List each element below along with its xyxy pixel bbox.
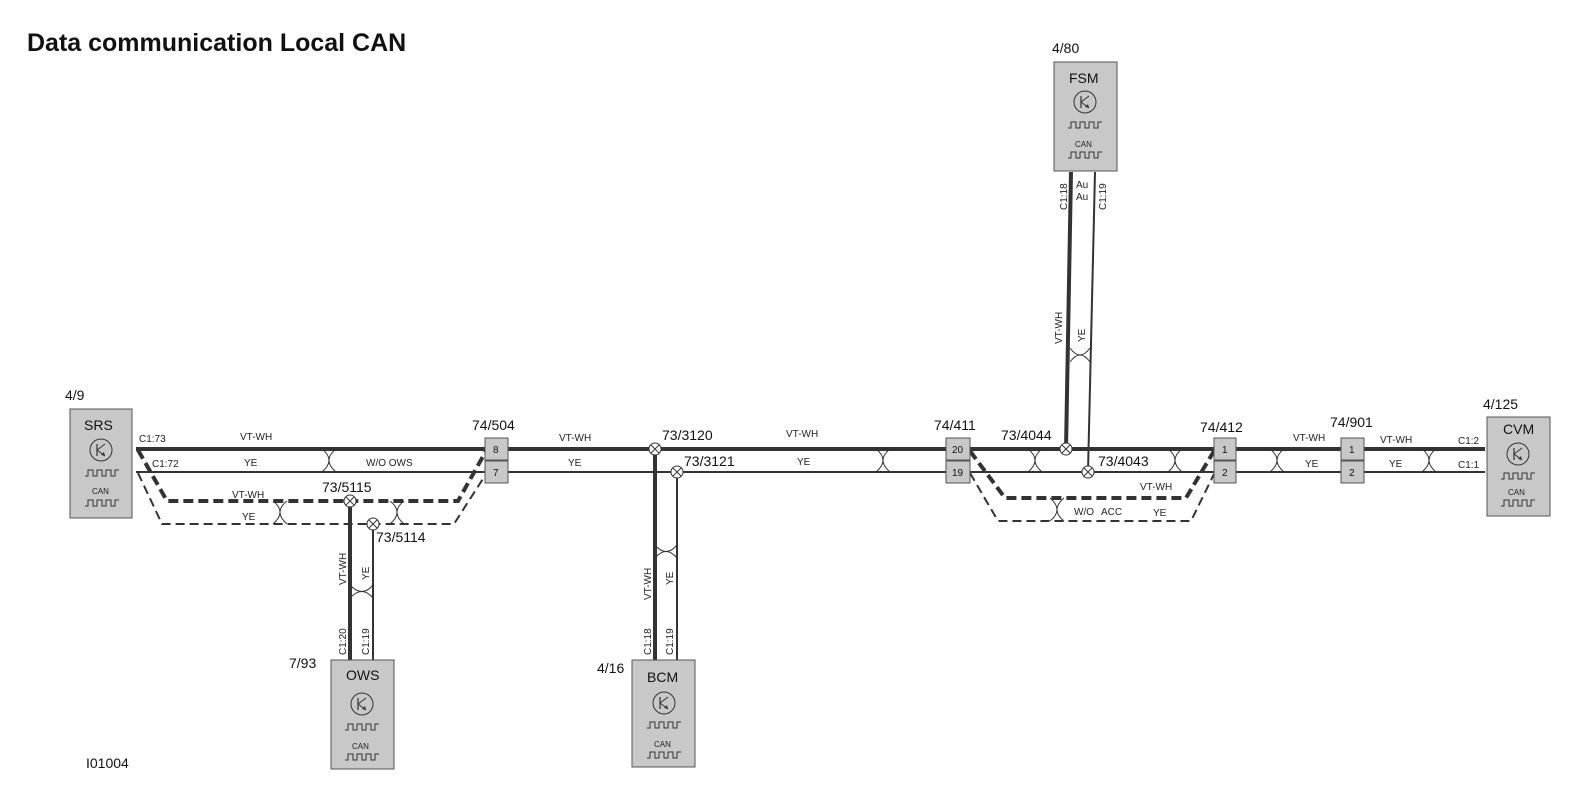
svg-text:1: 1	[1349, 445, 1355, 456]
svg-text:C1:18: C1:18	[1059, 183, 1070, 210]
svg-text:Au: Au	[1076, 192, 1088, 203]
module-fsm: 4/80 FSM CAN	[1052, 40, 1118, 172]
svg-text:YE: YE	[361, 566, 372, 580]
splice-4044: 73/4044	[1001, 427, 1073, 456]
svg-text:CAN: CAN	[352, 742, 369, 751]
svg-text:C1:2: C1:2	[1458, 436, 1480, 447]
svg-text:7/93: 7/93	[289, 655, 316, 671]
svg-text:YE: YE	[1389, 459, 1403, 470]
svg-text:FSM: FSM	[1069, 70, 1099, 86]
svg-text:73/3120: 73/3120	[662, 427, 713, 443]
svg-text:73/4044: 73/4044	[1001, 427, 1052, 443]
svg-text:VT-WH: VT-WH	[643, 568, 654, 600]
module-ows: 7/93 OWS CAN	[289, 655, 395, 770]
svg-text:YE: YE	[665, 571, 676, 585]
svg-text:C1:19: C1:19	[665, 628, 676, 655]
svg-text:W/O OWS: W/O OWS	[366, 458, 413, 469]
svg-text:73/4043: 73/4043	[1098, 453, 1149, 469]
svg-text:C1:72: C1:72	[152, 459, 179, 470]
svg-text:CAN: CAN	[1508, 488, 1525, 497]
svg-text:74/504: 74/504	[472, 417, 515, 433]
svg-text:VT-WH: VT-WH	[232, 490, 264, 501]
connector-74-901: 74/901 1 2	[1330, 414, 1373, 484]
svg-text:CAN: CAN	[1075, 140, 1092, 149]
svg-text:VT-WH: VT-WH	[1054, 312, 1065, 344]
svg-text:1: 1	[1222, 445, 1228, 456]
svg-text:20: 20	[952, 445, 964, 456]
svg-text:YE: YE	[242, 512, 256, 523]
svg-text:C1:19: C1:19	[361, 628, 372, 655]
svg-text:VT-WH: VT-WH	[1140, 482, 1172, 493]
svg-text:YE: YE	[1305, 459, 1319, 470]
module-srs: 4/9 SRS CAN	[65, 387, 133, 519]
svg-text:4/80: 4/80	[1052, 40, 1079, 56]
connector-74-504: 74/504 8 7	[472, 417, 515, 484]
svg-text:CAN: CAN	[654, 740, 671, 749]
svg-text:2: 2	[1222, 468, 1228, 479]
svg-text:4/125: 4/125	[1483, 396, 1518, 412]
svg-text:SRS: SRS	[84, 417, 113, 433]
svg-text:Au: Au	[1076, 180, 1088, 191]
svg-text:VT-WH: VT-WH	[1293, 433, 1325, 444]
svg-text:CVM: CVM	[1503, 421, 1534, 437]
twisted-pair-markers	[272, 347, 1437, 599]
svg-text:C1:19: C1:19	[1098, 183, 1109, 210]
svg-text:8: 8	[493, 445, 499, 456]
svg-text:74/411: 74/411	[934, 417, 976, 433]
svg-text:74/901: 74/901	[1330, 414, 1373, 430]
module-cvm: 4/125 CVM CAN	[1483, 396, 1551, 517]
svg-text:CAN: CAN	[92, 487, 109, 496]
svg-text:VT-WH: VT-WH	[559, 433, 591, 444]
svg-text:YE: YE	[1153, 508, 1167, 519]
svg-text:BCM: BCM	[647, 669, 678, 685]
svg-text:73/5115: 73/5115	[322, 479, 372, 495]
page-title: Data communication Local CAN	[27, 29, 406, 57]
splice-5114: 73/5114	[366, 517, 426, 545]
svg-text:C1:73: C1:73	[139, 434, 166, 445]
connector-74-412: 74/412 1 2	[1200, 419, 1243, 484]
svg-text:7: 7	[493, 468, 499, 479]
splice-3120: 73/3120	[648, 427, 713, 456]
svg-text:VT-WH: VT-WH	[786, 429, 818, 440]
svg-text:YE: YE	[797, 457, 811, 468]
splice-3121: 73/3121	[670, 453, 735, 479]
connector-74-411: 74/411 20 19	[934, 417, 976, 484]
svg-text:C1:1: C1:1	[1458, 460, 1480, 471]
svg-text:74/412: 74/412	[1200, 419, 1243, 435]
svg-text:73/5114: 73/5114	[376, 529, 426, 545]
wire-labels: C1:73 C1:72 VT-WH YE W/O OWS VT-WH YE VT…	[139, 180, 1480, 523]
svg-text:2: 2	[1349, 468, 1355, 479]
can-bus-wires	[136, 171, 1485, 660]
svg-text:VT-WH: VT-WH	[1380, 435, 1412, 446]
svg-text:OWS: OWS	[346, 667, 379, 683]
svg-text:ACC: ACC	[1101, 507, 1122, 518]
figure-id: I01004	[86, 755, 129, 771]
svg-text:YE: YE	[1077, 328, 1088, 342]
svg-text:4/9: 4/9	[65, 387, 85, 403]
module-bcm: 4/16 BCM CAN	[597, 659, 696, 768]
svg-text:VT-WH: VT-WH	[338, 553, 349, 585]
svg-text:YE: YE	[568, 458, 582, 469]
svg-text:19: 19	[952, 468, 964, 479]
splice-4043: 73/4043	[1081, 453, 1149, 479]
svg-text:W/O: W/O	[1074, 507, 1094, 518]
svg-text:73/3121: 73/3121	[684, 453, 735, 469]
svg-text:4/16: 4/16	[597, 660, 624, 676]
splice-5115: 73/5115	[322, 479, 372, 508]
svg-text:C1:20: C1:20	[338, 628, 349, 655]
svg-text:YE: YE	[244, 458, 258, 469]
svg-text:VT-WH: VT-WH	[240, 432, 272, 443]
splice-points: 73/3120 73/3121 73/5115 73/5114 73/4044 …	[322, 427, 1149, 545]
vertical-wire-labels: VT-WH YE C1:20 C1:19 VT-WH YE C1:18 C1:1…	[338, 183, 1109, 655]
svg-text:C1:18: C1:18	[643, 628, 654, 655]
